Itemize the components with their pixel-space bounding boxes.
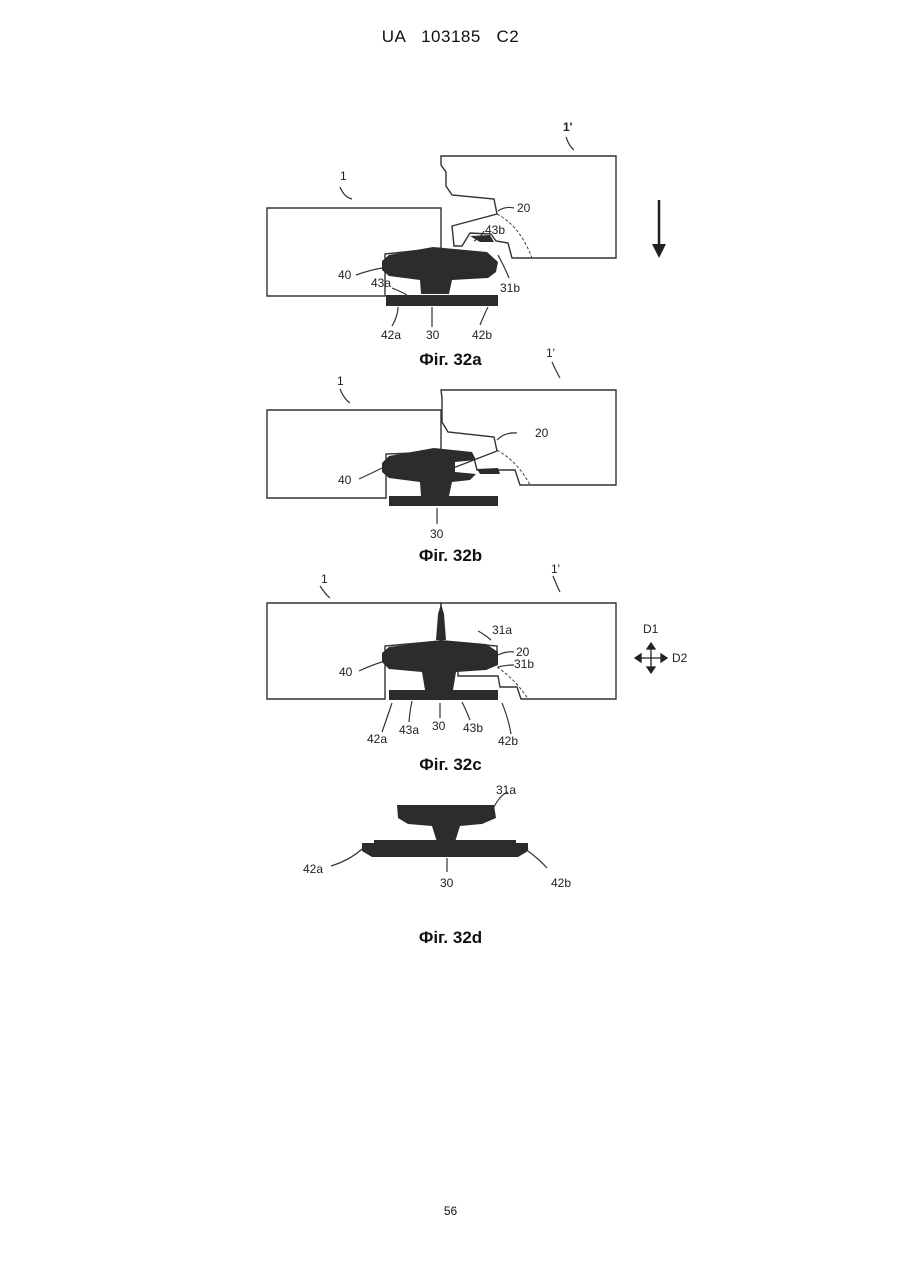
label-center: 30 [440,876,454,890]
figure-32d-drawing: 31a 42a 30 42b [0,0,901,960]
clip-base [362,840,528,857]
page-number: 56 [0,1204,901,1218]
label-foot-b: 42b [551,876,571,890]
label-foot-a: 42a [303,862,323,876]
caption-32d: Фіг. 32d [0,928,901,948]
label-head: 31a [496,783,516,797]
clip-head [397,805,496,842]
